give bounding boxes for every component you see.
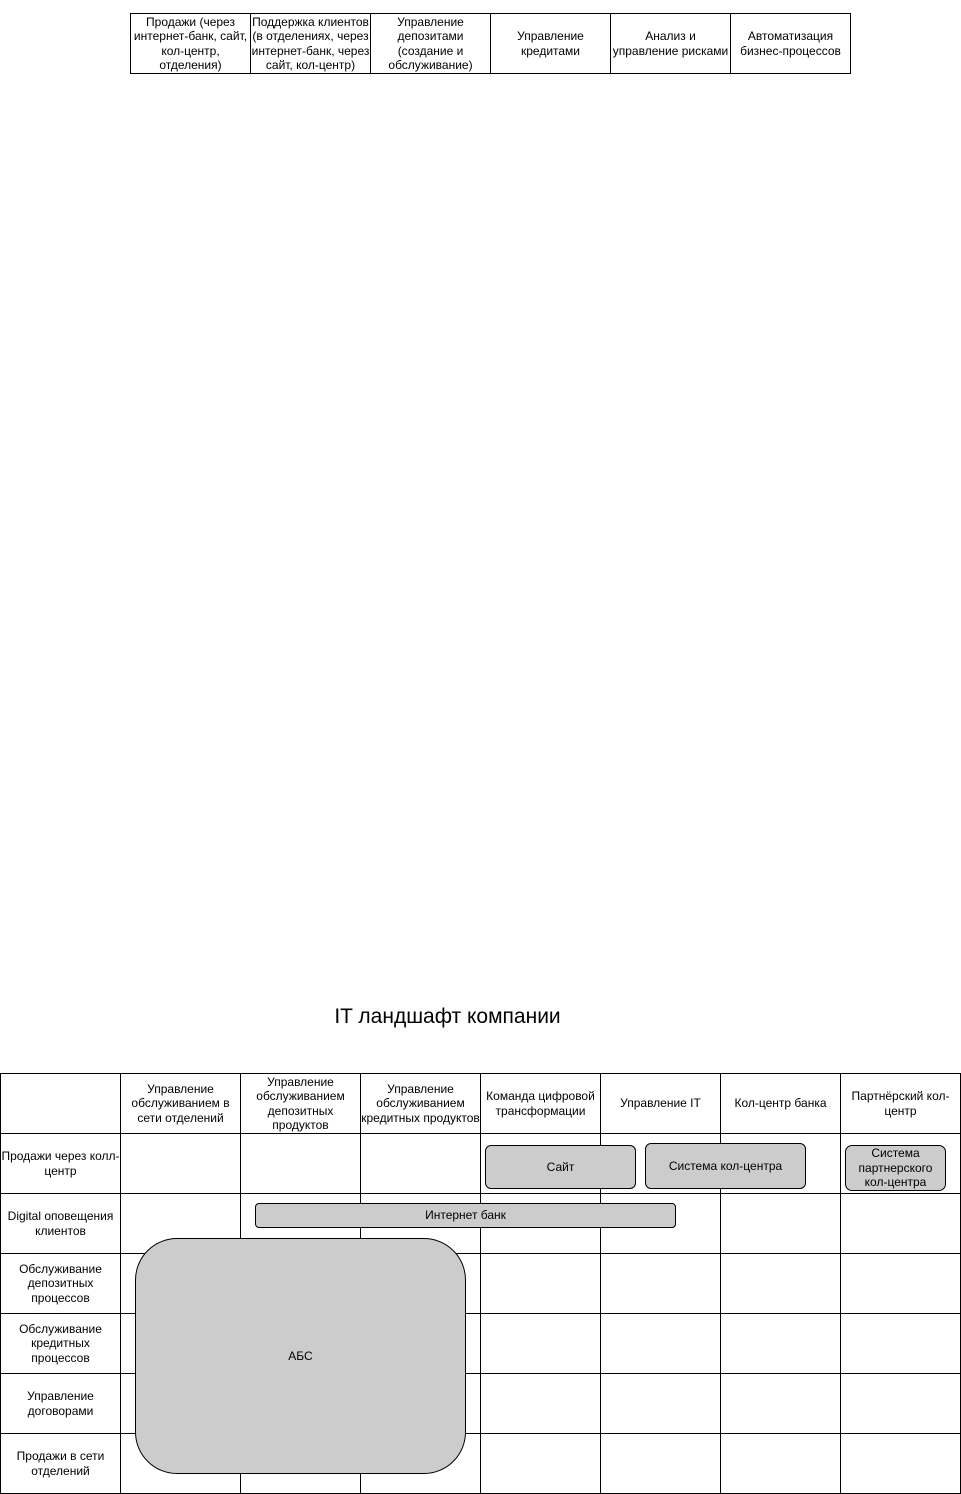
capability-cell: Продажи (через интернет-банк, сайт, кол-… (130, 13, 251, 74)
system-site: Сайт (485, 1145, 636, 1189)
matrix-cell (840, 1373, 961, 1434)
capability-cell: Анализ и управление рисками (610, 13, 731, 74)
row-header: Управление договорами (0, 1373, 121, 1434)
row-header: Продажи через колл-центр (0, 1133, 121, 1194)
column-header: Управление IT (600, 1073, 721, 1134)
row-header: Обслуживание депозитных процессов (0, 1253, 121, 1314)
matrix-cell (720, 1313, 841, 1374)
matrix-corner-cell (0, 1073, 121, 1134)
matrix-cell (480, 1253, 601, 1314)
row-header: Продажи в сети отделений (0, 1433, 121, 1494)
matrix-cell (720, 1193, 841, 1254)
matrix-cell (480, 1433, 601, 1494)
matrix-cell (720, 1373, 841, 1434)
column-header: Партнёрский кол-центр (840, 1073, 961, 1134)
system-partner-call-center: Система партнерского кол-центра (845, 1145, 946, 1191)
row-header: Digital оповещения клиентов (0, 1193, 121, 1254)
system-abs: АБС (135, 1238, 466, 1474)
matrix-cell (360, 1133, 481, 1194)
column-header: Управление обслуживанием кредитных проду… (360, 1073, 481, 1134)
matrix-cell (480, 1373, 601, 1434)
capability-cell: Управление кредитами (490, 13, 611, 74)
matrix-cell (480, 1313, 601, 1374)
matrix-cell (120, 1133, 241, 1194)
capability-cell: Автоматизация бизнес-процессов (730, 13, 851, 74)
matrix-cell (600, 1313, 721, 1374)
column-header: Управление обслуживанием депозитных прод… (240, 1073, 361, 1134)
row-header: Обслуживание кредитных процессов (0, 1313, 121, 1374)
matrix-cell (840, 1193, 961, 1254)
column-header: Кол-центр банка (720, 1073, 841, 1134)
matrix-cell (840, 1313, 961, 1374)
matrix-cell (720, 1433, 841, 1494)
matrix-cell (840, 1253, 961, 1314)
capability-cell: Управление депозитами (создание и обслуж… (370, 13, 491, 74)
matrix-cell (840, 1433, 961, 1494)
capability-cell: Поддержка клиентов (в отделениях, через … (250, 13, 371, 74)
system-call-center: Система кол-центра (645, 1143, 806, 1189)
matrix-cell (600, 1433, 721, 1494)
column-header: Управление обслуживанием в сети отделени… (120, 1073, 241, 1134)
matrix-cell (240, 1133, 361, 1194)
landscape-title: IT ландшафт компании (334, 1005, 561, 1028)
column-header: Команда цифровой трансформации (480, 1073, 601, 1134)
matrix-cell (600, 1373, 721, 1434)
matrix-cell (720, 1253, 841, 1314)
matrix-cell (600, 1253, 721, 1314)
system-internet-bank: Интернет банк (255, 1203, 676, 1228)
